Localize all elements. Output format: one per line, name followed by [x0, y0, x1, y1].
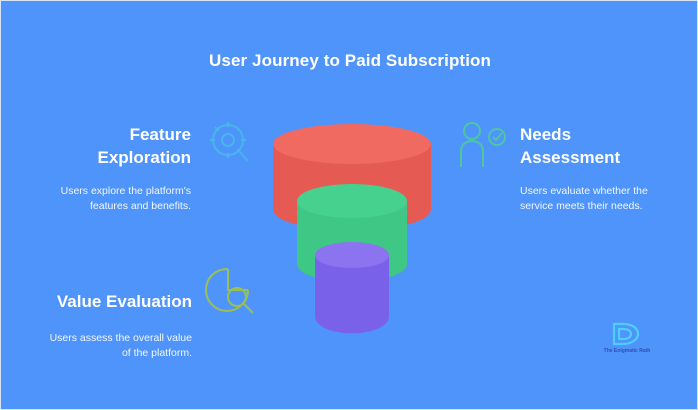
needs-assessment-title: Needs Assessment	[520, 123, 670, 169]
feature-desc-line2: features and benefits.	[90, 200, 191, 212]
logo-mark-icon	[612, 322, 640, 346]
feature-title-line2: Exploration	[97, 148, 191, 167]
needs-title-line1: Needs	[520, 125, 572, 144]
value-desc-line1: Users assess the overall value	[49, 332, 192, 344]
needs-desc-line1: Users evaluate whether the	[520, 185, 648, 197]
feature-title-line1: Feature	[129, 125, 191, 144]
feature-exploration-title: Feature Exploration	[61, 123, 191, 169]
value-evaluation-title: Value Evaluation	[56, 292, 192, 311]
user-check-icon	[460, 122, 506, 167]
logo-caption: The Enigmatic Rath	[603, 348, 651, 354]
value-desc-line2: of the platform.	[121, 347, 192, 359]
diagram-title: User Journey to Paid Subscription	[209, 51, 491, 70]
magnifier-gear-icon	[210, 122, 249, 162]
feature-desc-line1: Users explore the platform's	[60, 185, 191, 197]
value-evaluation-description: Users assess the overall value of the pl…	[31, 331, 192, 361]
funnel-purple-layer	[315, 242, 389, 334]
needs-desc-line2: service meets their needs.	[520, 200, 643, 212]
needs-assessment-description: Users evaluate whether the service meets…	[520, 184, 680, 214]
chart-magnifier-icon	[205, 267, 254, 314]
feature-exploration-description: Users explore the platform's features an…	[31, 184, 191, 214]
needs-title-line2: Assessment	[520, 148, 621, 167]
